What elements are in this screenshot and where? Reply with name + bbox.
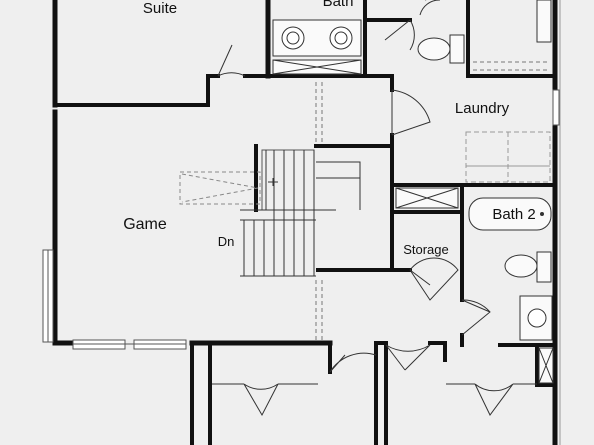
bath-fixtures xyxy=(272,0,552,75)
label-game: Game xyxy=(123,216,167,233)
label-dn: Dn xyxy=(218,234,235,249)
stairs xyxy=(179,82,361,340)
windows xyxy=(42,89,560,350)
room-labels: Suite Bath Laundry Game Dn Bath 2 Storag… xyxy=(123,0,535,257)
bath2-fixtures xyxy=(468,197,554,384)
label-laundry: Laundry xyxy=(455,100,510,117)
doors xyxy=(217,0,514,417)
label-suite: Suite xyxy=(143,0,177,17)
label-storage: Storage xyxy=(403,242,449,257)
label-bath: Bath xyxy=(323,0,354,10)
laundry-appliances xyxy=(395,131,551,209)
walls xyxy=(52,0,561,445)
label-bath2: Bath 2 xyxy=(492,206,535,223)
